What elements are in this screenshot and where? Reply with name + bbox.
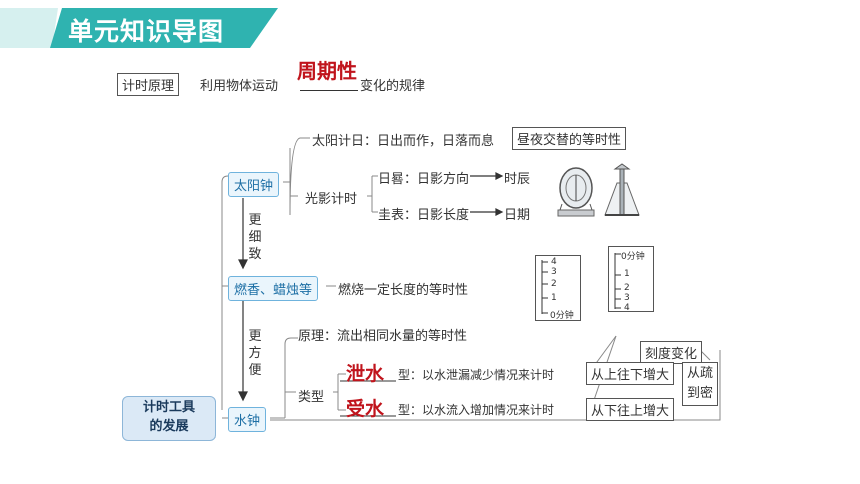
type2-box: 从下往上增大 (586, 398, 675, 421)
principle-text-before: 利用物体运动 (200, 79, 279, 94)
sundial-illustration (557, 167, 595, 217)
scale-right-zero: 0分钟 (621, 252, 645, 262)
type2-text: 型：以水流入增加情况来计时 (398, 403, 555, 417)
light-shadow-label: 光影计时 (305, 192, 358, 207)
sundial-clock-node: 太阳钟 (228, 172, 280, 197)
scale-left-zero: 0分钟 (550, 311, 574, 321)
scale-right-panel: 0分钟 1 2 3 4 (608, 246, 654, 313)
gnomon-illustration (604, 163, 640, 216)
arrow-convenient-label: 更方便 (248, 329, 262, 378)
scale-left-ticks: 4 3 2 1 (551, 257, 557, 303)
water-clock-node: 水钟 (228, 407, 267, 432)
incense-text: 燃烧一定长度的等时性 (338, 283, 469, 298)
scale-left-ruler (541, 260, 548, 314)
type1-box: 从上往下增大 (586, 362, 675, 385)
arrow-finer-label: 更细致 (248, 213, 262, 262)
scale-change-box: 刻度变化 (640, 341, 703, 364)
scale-right-ruler (614, 253, 621, 309)
answer-underline (300, 90, 358, 91)
scale-left-panel: 4 3 2 1 0分钟 (535, 255, 581, 321)
principle-text-after: 变化的规律 (360, 79, 426, 94)
water-clock-principle: 原理：流出相同水量的等时性 (298, 329, 468, 344)
sparse-dense-box: 从疏 到密 (682, 362, 719, 406)
water-clock-type-label: 类型 (298, 390, 325, 405)
principle-label: 计时原理 (117, 73, 180, 96)
sun-timing-text: 太阳计日：日出而作，日落而息 (312, 134, 495, 149)
type1-answer: 泄水 (346, 363, 385, 385)
type2-answer: 受水 (346, 398, 385, 420)
title-banner (0, 8, 278, 48)
rigui-text: 日晷：日影方向 (378, 172, 470, 187)
sun-timing-box: 昼夜交替的等时性 (512, 127, 627, 150)
page-title: 单元知识导图 (68, 17, 225, 46)
principle-answer: 周期性 (297, 59, 357, 83)
type1-text: 型：以水泄漏减少情况来计时 (398, 368, 555, 382)
scale-right-ticks: 1 2 3 4 (624, 269, 630, 313)
incense-candle-node: 燃香、蜡烛等 (228, 276, 319, 301)
guibiao-text: 圭表：日影长度 (378, 208, 470, 223)
rigui-result: 时辰 (504, 172, 531, 187)
guibiao-result: 日期 (504, 208, 531, 223)
root-node: 计时工具 的发展 (122, 396, 216, 441)
